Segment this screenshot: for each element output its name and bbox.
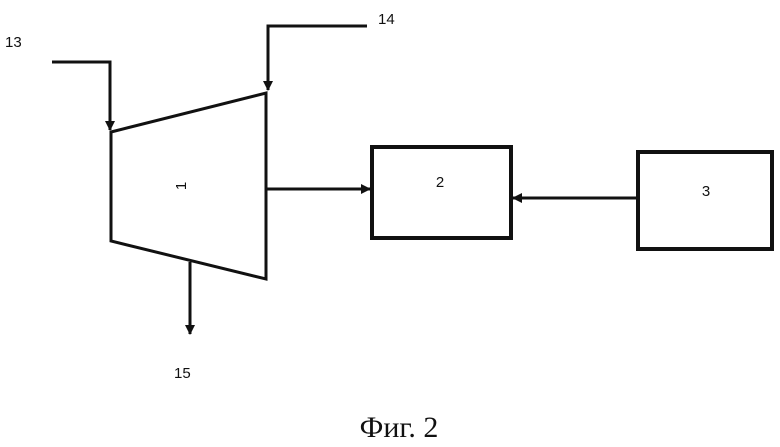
input-13-arrow bbox=[52, 62, 110, 130]
input-14-arrow bbox=[268, 26, 367, 90]
figure-caption: Фиг. 2 bbox=[360, 411, 439, 444]
input-13-label: 13 bbox=[5, 34, 22, 51]
block-1-label: 1 bbox=[173, 182, 190, 190]
input-14-label: 14 bbox=[378, 11, 395, 28]
block-3-box bbox=[638, 152, 772, 249]
block-3-label: 3 bbox=[702, 183, 710, 200]
block-2-box bbox=[372, 147, 511, 238]
output-15-label: 15 bbox=[174, 365, 191, 382]
block-2-label: 2 bbox=[436, 174, 444, 191]
